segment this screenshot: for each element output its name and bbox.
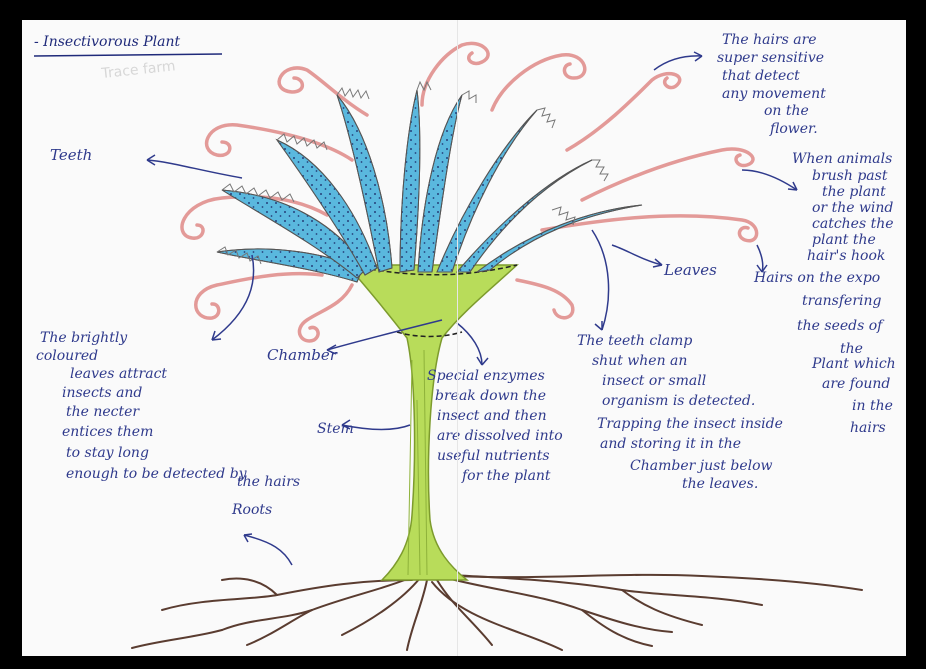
svg-text:insect and then: insect and then	[437, 408, 547, 424]
svg-text:the: the	[840, 341, 863, 357]
label-chamber: Chamber	[267, 346, 338, 364]
note-enzymes: Special enzymes break down the insect an…	[427, 368, 563, 484]
diagram-title: - Insectivorous Plant	[34, 34, 181, 50]
label-teeth: Teeth	[50, 146, 92, 164]
title-block: - Insectivorous Plant Trace farm	[34, 34, 222, 82]
svg-text:coloured: coloured	[36, 348, 98, 364]
svg-text:The teeth clamp: The teeth clamp	[577, 333, 692, 349]
svg-text:catches the: catches the	[812, 216, 894, 232]
svg-text:are found: are found	[822, 376, 890, 392]
svg-text:on the: on the	[764, 103, 809, 119]
svg-text:in the: in the	[852, 398, 893, 414]
svg-text:Special enzymes: Special enzymes	[427, 368, 545, 384]
svg-text:Trapping the insect inside: Trapping the insect inside	[597, 416, 783, 432]
note-animals: When animals brush past the plant or the…	[753, 151, 896, 436]
svg-text:useful nutrients: useful nutrients	[437, 448, 550, 464]
svg-text:that detect: that detect	[722, 68, 800, 84]
label-leaves: Leaves	[663, 261, 717, 279]
svg-text:transfering: transfering	[802, 293, 882, 309]
leaves-drawing	[217, 90, 642, 282]
note-hairs-sensitive: The hairs are super sensitive that detec…	[717, 32, 826, 137]
label-roots: Roots	[231, 502, 272, 518]
note-bright-leaves: The brightly coloured leaves attract ins…	[36, 330, 300, 490]
svg-text:The hairs are: The hairs are	[722, 32, 817, 48]
svg-text:plant the: plant the	[812, 232, 876, 248]
svg-text:the leaves.: the leaves.	[682, 476, 758, 492]
svg-text:shut when an: shut when an	[592, 353, 687, 369]
svg-text:When animals: When animals	[792, 151, 892, 167]
svg-text:hair's hook: hair's hook	[807, 248, 885, 264]
svg-text:for the plant: for the plant	[461, 468, 551, 484]
svg-text:the hairs: the hairs	[237, 474, 300, 490]
svg-text:hairs: hairs	[850, 420, 886, 436]
svg-text:leaves attract: leaves attract	[70, 366, 167, 382]
svg-text:super sensitive: super sensitive	[717, 50, 824, 66]
svg-text:any movement: any movement	[722, 86, 826, 102]
note-teeth-clamp: The teeth clamp shut when an insect or s…	[577, 333, 783, 492]
svg-text:flower.: flower.	[769, 121, 818, 137]
svg-text:the necter: the necter	[66, 404, 140, 420]
svg-text:the plant: the plant	[822, 184, 886, 200]
label-stem: Stem	[317, 421, 354, 437]
svg-text:brush past: brush past	[812, 168, 888, 184]
svg-text:Hairs on the expo: Hairs on the expo	[753, 270, 880, 286]
svg-text:insect or small: insect or small	[602, 373, 706, 389]
svg-text:The brightly: The brightly	[40, 330, 128, 346]
svg-text:and storing it in the: and storing it in the	[600, 436, 741, 452]
faint-note: Trace farm	[100, 58, 177, 82]
svg-text:are dissolved into: are dissolved into	[437, 428, 563, 444]
svg-text:entices them: entices them	[62, 424, 153, 440]
roots-drawing	[132, 575, 862, 650]
svg-text:enough to be detected by: enough to be detected by	[66, 466, 248, 482]
svg-text:break down the: break down the	[435, 388, 546, 404]
svg-text:insects and: insects and	[62, 385, 142, 401]
paper-sheet: - Insectivorous Plant Trace farm Teeth L…	[22, 20, 906, 656]
svg-text:organism is detected.: organism is detected.	[602, 393, 755, 409]
svg-text:Chamber just below: Chamber just below	[630, 458, 773, 474]
plant-diagram: - Insectivorous Plant Trace farm Teeth L…	[22, 20, 906, 656]
svg-text:to stay long: to stay long	[66, 445, 149, 461]
svg-text:Plant which: Plant which	[811, 356, 896, 372]
svg-text:the seeds of: the seeds of	[797, 318, 885, 334]
svg-text:or the wind: or the wind	[812, 200, 893, 216]
